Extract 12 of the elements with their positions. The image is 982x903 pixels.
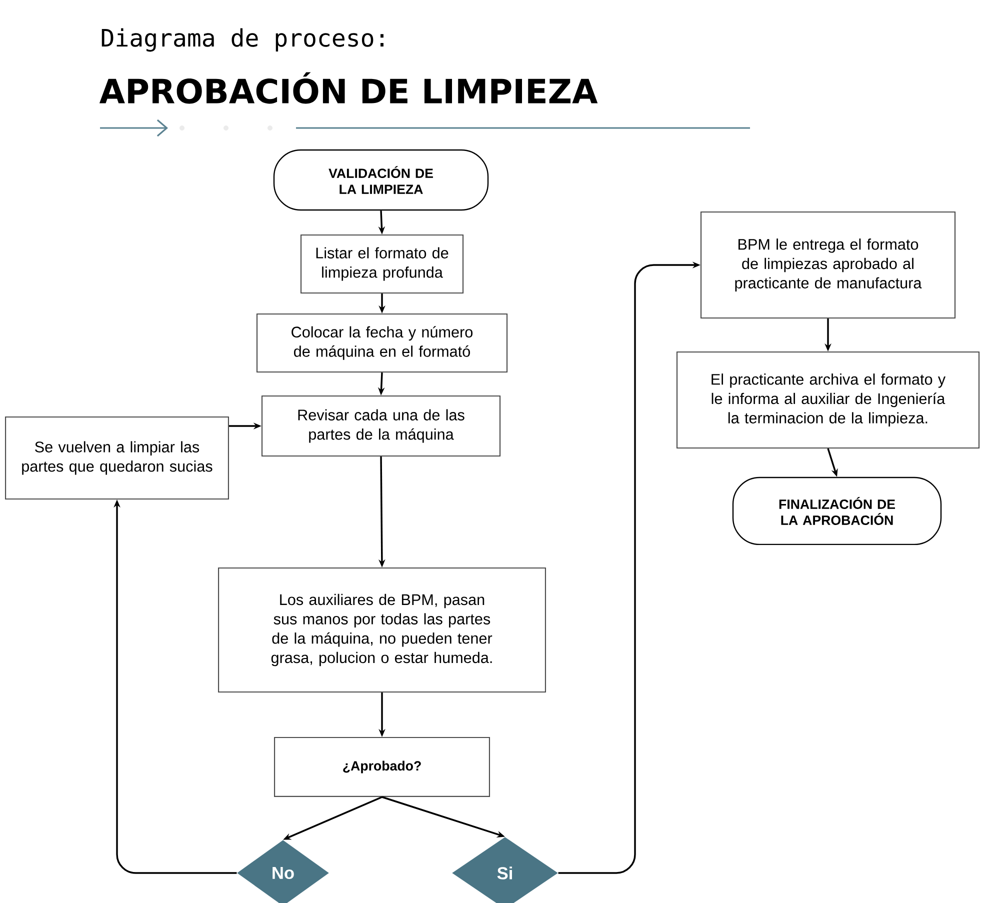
process-box: BPM le entrega el formato de limpiezas aprobado al practicante de manufactura	[700, 211, 956, 319]
terminal-box: VALIDACIÓN DE LA LIMPIEZA	[273, 149, 489, 211]
process-box: Colocar la fecha y número de máquina en el formató	[256, 313, 508, 373]
process-box: El practicante archiva el formato y le informa al auxiliar de Ingeniería la terminacion de la limpieza.	[676, 351, 980, 449]
terminal-box: FINALIZACIÓN DE LA APROBACIÓN	[732, 476, 942, 546]
decision-box: ¿Aprobado?	[274, 737, 490, 797]
process-box: Los auxiliares de BPM, pasan sus manos por todas las partes de la máquina, no pueden tener grasa, polucion o estar humeda.	[218, 567, 546, 693]
subtitle: Diagrama de proceso:	[102, 28, 384, 52]
process-box: Se vuelven a limpiar las partes que quedaron sucias	[5, 416, 229, 500]
process-box: Revisar cada una de las partes de la máquina	[261, 395, 501, 457]
process-box: Listar el formato de limpieza profunda	[300, 234, 464, 294]
title: APROBACIÓN DE LIMPIEZA	[99, 72, 598, 104]
